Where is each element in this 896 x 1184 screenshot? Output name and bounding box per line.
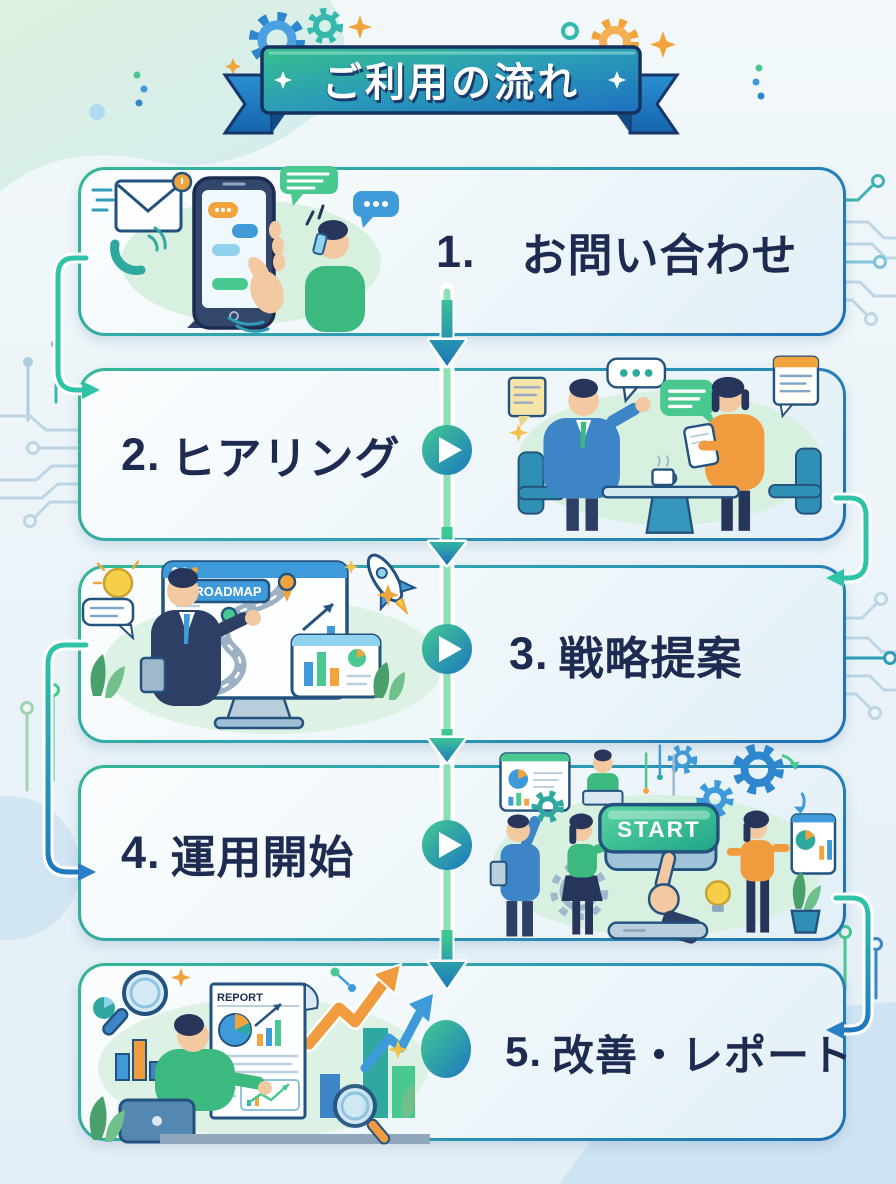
sparkle-icon [509, 423, 529, 442]
gear-icon-teal [307, 8, 343, 44]
step-5-label: 改善・レポート [552, 1031, 854, 1079]
title-banner: ご利用の流れ [0, 0, 896, 160]
sparkle-icon [225, 58, 241, 75]
chart-card-right [790, 813, 837, 875]
sparkle-icon [348, 15, 372, 39]
illustration-contact [91, 166, 399, 333]
sparkle-icon [171, 968, 191, 987]
illustration-hearing [507, 355, 822, 534]
circuit-pins [643, 744, 675, 797]
sparkle-icon [344, 560, 358, 574]
pins-left-4 [20, 683, 60, 792]
speech-bubble [81, 597, 135, 641]
speech-bubble-dots [353, 191, 399, 228]
start-label: START [617, 817, 701, 842]
envelope-icon [114, 171, 193, 233]
roadmap-label: ROADMAP [194, 584, 261, 599]
mini-chart-card [290, 633, 382, 699]
step-card-5: REPORT [78, 962, 852, 1145]
step-2-number: 2. [121, 428, 161, 480]
step-3-label: 戦略提案 [558, 632, 743, 684]
magnifier-icon-2 [333, 1084, 391, 1145]
motion-arcs [227, 316, 270, 333]
trend-arrow-blue [360, 994, 433, 1073]
circuit-right-1 [838, 174, 896, 326]
phone-handset-icon [110, 226, 167, 275]
magnifier-icon [102, 970, 168, 1036]
dot-graph [330, 967, 356, 992]
table [601, 485, 740, 534]
base-platform [607, 921, 709, 940]
coffee-cup [651, 455, 678, 487]
step-5-title: 5. 改善・レポート [505, 966, 853, 1138]
woman-right [726, 810, 790, 933]
step-card-2: 2. ヒアリング [78, 355, 846, 541]
step-card-1: 1. お問い合わせ [78, 166, 846, 336]
page-title: ご利用の流れ [322, 61, 580, 105]
step-3-number: 3. [509, 628, 549, 679]
illustration-strategy: ROADMAP [81, 553, 443, 734]
plant-left [89, 1096, 125, 1142]
sparkle-icon [377, 584, 399, 606]
laptop-person [582, 749, 624, 806]
desk [160, 1134, 430, 1144]
plant-right [373, 662, 405, 700]
pie-icon [93, 996, 115, 1019]
man-suit [543, 378, 651, 531]
speech-bubble-green [280, 166, 338, 206]
step-card-3: ROADMAP [78, 553, 846, 743]
step-2-label: ヒアリング [170, 433, 401, 484]
illustration-launch: START [489, 743, 837, 944]
step-1-title: 1. お問い合わせ [436, 170, 798, 333]
note-card [772, 355, 820, 419]
rocket-icon [366, 553, 418, 616]
speed-marks [91, 188, 115, 212]
step-2-title: 2. ヒアリング [121, 371, 401, 538]
report-label: REPORT [217, 992, 263, 1004]
start-button: START [598, 802, 720, 872]
holding-hand [248, 221, 285, 314]
sparkle-icon [388, 1040, 408, 1059]
blob-bottom-left [0, 796, 80, 940]
sticky-note [507, 376, 547, 428]
plant-pot [790, 871, 822, 934]
speech-bubble-dots [606, 357, 667, 404]
chair-right [768, 447, 822, 515]
step-1-label: お問い合わせ [521, 230, 798, 281]
step-4-label: 運用開始 [170, 831, 355, 883]
lightbulb-icon [704, 880, 731, 912]
step-4-number: 4. [121, 827, 161, 878]
step-card-4: START [78, 743, 846, 944]
trend-arrow-orange [301, 962, 403, 1052]
illustration-report: REPORT [89, 962, 433, 1145]
ring-icon [561, 22, 579, 40]
step-3-title: 3. 戦略提案 [509, 568, 743, 740]
star-icon [608, 71, 626, 89]
roadmap-chip: ROADMAP [185, 578, 271, 604]
step-1-number: 1. [436, 225, 476, 277]
person-on-phone [305, 204, 365, 332]
woman-tablet [683, 376, 765, 531]
step-4-title: 4. 運用開始 [121, 768, 355, 938]
person-at-laptop [155, 1014, 272, 1111]
plant-left [90, 654, 125, 698]
sparkle-icon [650, 31, 676, 58]
step-5-number: 5. [505, 1028, 543, 1075]
circuit-left-2 [0, 339, 80, 528]
plant-right [401, 1084, 416, 1118]
presenter [139, 568, 261, 706]
circuit-right-3 [838, 592, 896, 720]
